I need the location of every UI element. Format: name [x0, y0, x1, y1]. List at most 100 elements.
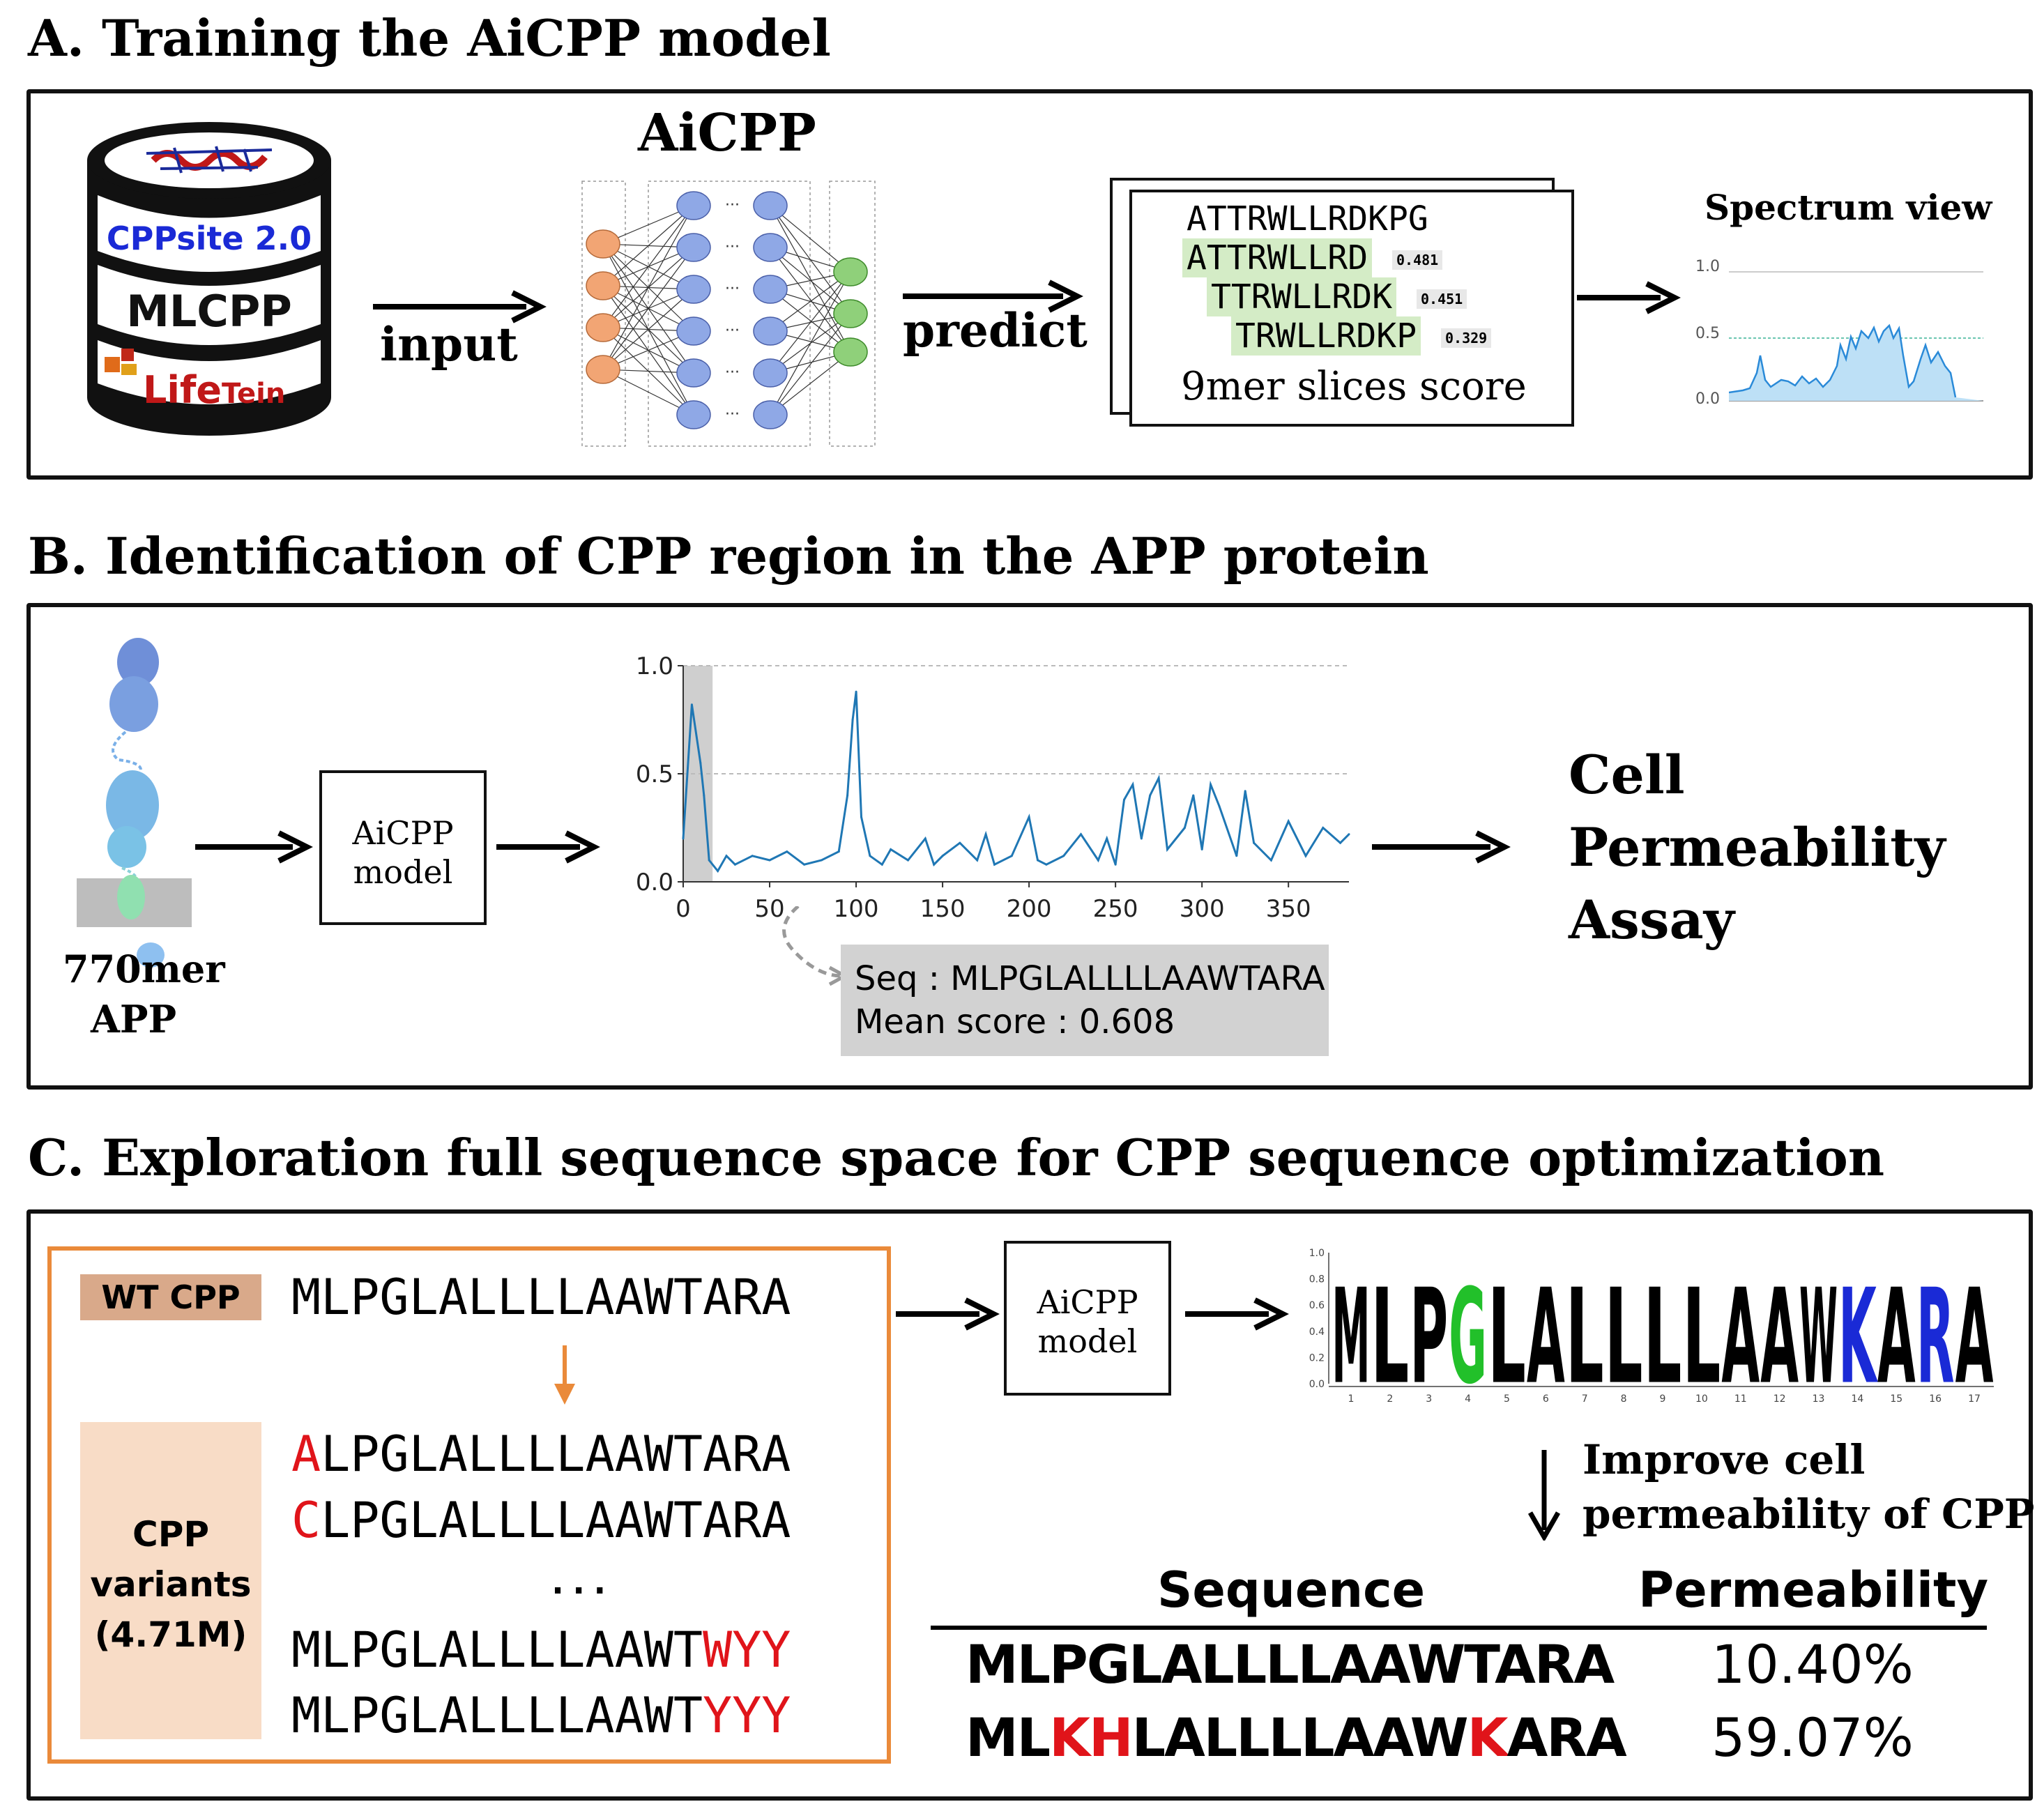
score-point	[1037, 859, 1039, 862]
section-b-title: B. Identification of CPP region in the A…	[28, 526, 1429, 586]
score-point	[1114, 863, 1117, 866]
full-sequence: ATTRWLLRDKPG	[1187, 199, 1428, 238]
assay-line-1: Cell	[1569, 744, 1685, 806]
score-point	[860, 816, 862, 818]
score-point	[1149, 794, 1152, 797]
logo-letter: A	[1527, 1261, 1565, 1414]
logo-y-tick-label: 0.2	[1309, 1352, 1325, 1364]
seq-part: ML	[966, 1706, 1051, 1769]
x-tick-label: 50	[754, 895, 784, 923]
score-point	[1080, 833, 1083, 836]
logo-y-tick-label: 1.0	[1309, 1248, 1325, 1259]
logo-position-label: 3	[1426, 1393, 1432, 1405]
slices-caption: 9mer slices score	[1181, 364, 1527, 409]
score-point	[837, 850, 840, 853]
score-point	[1269, 859, 1272, 862]
improve-line-1: Improve cell	[1582, 1436, 1866, 1483]
slice-score: 0.481	[1392, 250, 1443, 270]
spectrum-ytick-top: 1.0	[1695, 258, 1720, 275]
logo-position-label: 8	[1621, 1393, 1627, 1405]
score-point	[768, 859, 771, 862]
logo-letter: P	[1410, 1261, 1448, 1414]
table-row-1-sequence: MLPGLALLLLAAWTARA	[966, 1633, 1615, 1695]
arrow-to-model-icon	[195, 830, 313, 864]
model-box-line-1: AiCPP	[1037, 1283, 1138, 1321]
neural-network-diagram: ········· ·········	[581, 181, 876, 447]
score-point	[1106, 837, 1108, 840]
mlcpp-label: MLCPP	[126, 286, 292, 337]
lifetein-logo-icon	[105, 349, 137, 375]
logo-position-label: 1	[1348, 1393, 1354, 1405]
lifetein-life-text: Life	[143, 368, 222, 412]
variants-frame	[47, 1246, 891, 1764]
assay-line-3: Assay	[1569, 889, 1734, 951]
score-point	[890, 848, 892, 850]
score-point	[984, 833, 987, 836]
score-point	[869, 855, 871, 857]
protein-length-label: 770mer	[63, 947, 225, 991]
logo-position-label: 13	[1813, 1393, 1825, 1405]
score-point	[1166, 848, 1169, 850]
logo-position-label: 11	[1734, 1393, 1747, 1405]
score-point	[1218, 805, 1221, 807]
improve-caption: Improve cell permeability of CPP	[1582, 1433, 2034, 1541]
svg-text:···: ···	[725, 197, 740, 214]
seq-part: ARA	[1507, 1706, 1626, 1769]
score-point	[1140, 837, 1143, 840]
improve-line-2: permeability of CPP	[1582, 1490, 2035, 1538]
score-point	[1244, 790, 1246, 793]
logo-letter: R	[1916, 1261, 1955, 1414]
x-tick-label: 350	[1266, 895, 1311, 923]
callout-connector-icon	[782, 906, 849, 986]
y-tick-label: 0.0	[636, 869, 673, 896]
logo-position-label: 15	[1890, 1393, 1902, 1405]
logo-position-label: 12	[1774, 1393, 1786, 1405]
logo-position-label: 5	[1504, 1393, 1510, 1405]
arrow-to-model-c-icon	[896, 1297, 1000, 1331]
score-point	[933, 863, 936, 866]
wt-cpp-badge: WT CPP	[80, 1274, 261, 1320]
variant-mutation: WYY	[703, 1621, 791, 1679]
score-point	[1097, 859, 1099, 862]
score-point	[906, 859, 909, 862]
slice-row-3: TRWLLRDKP 0.329	[1231, 316, 1492, 356]
score-point	[1200, 848, 1203, 850]
variants-badge-line-3: (4.71M)	[94, 1614, 247, 1655]
score-point	[1192, 794, 1195, 797]
variant-mutation: A	[291, 1426, 321, 1483]
slice-sequence: ATTRWLLRD	[1182, 238, 1373, 277]
app-protein-structure-icon	[77, 638, 192, 968]
table-header-permeability: Permeability	[1638, 1561, 1989, 1619]
highlight-callout: Seq : MLPGLALLLLAAWTARA Mean score : 0.6…	[841, 945, 1329, 1056]
lifetein-label: LifeTein	[143, 368, 285, 412]
logo-y-tick-label: 0.4	[1309, 1327, 1325, 1338]
assay-line-2: Permeability	[1569, 816, 1946, 878]
spectrum-view-chart	[1729, 271, 1983, 402]
protein-name-label: APP	[91, 997, 177, 1041]
seq-part: LALLLLAAW	[1131, 1706, 1469, 1769]
logo-position-label: 17	[1968, 1393, 1981, 1405]
arrow-to-assay-icon	[1372, 830, 1511, 864]
logo-letter: A	[1877, 1261, 1916, 1414]
section-c-title: C. Exploration full sequence space for C…	[28, 1128, 1885, 1187]
score-point	[1210, 784, 1212, 786]
score-point	[725, 855, 728, 857]
score-point	[820, 859, 823, 862]
improve-down-arrow-icon	[1527, 1450, 1561, 1541]
score-point	[855, 690, 857, 693]
aicpp-model-box-c: AiCPP model	[1004, 1241, 1171, 1396]
score-point	[993, 863, 996, 866]
table-divider	[931, 1626, 1987, 1630]
score-point	[846, 794, 849, 797]
score-point	[1287, 820, 1290, 823]
score-point	[924, 837, 926, 840]
logo-letter: M	[1332, 1261, 1371, 1414]
lifetein-tein-text: Tein	[222, 378, 286, 410]
seq-mutation: KH	[1049, 1706, 1133, 1769]
score-point	[1322, 827, 1325, 829]
logo-letter: K	[1838, 1261, 1878, 1414]
slice-score: 0.451	[1417, 289, 1467, 309]
table-row-1-value: 10.40%	[1711, 1633, 1914, 1695]
logo-y-tick-label: 0.6	[1309, 1300, 1325, 1311]
